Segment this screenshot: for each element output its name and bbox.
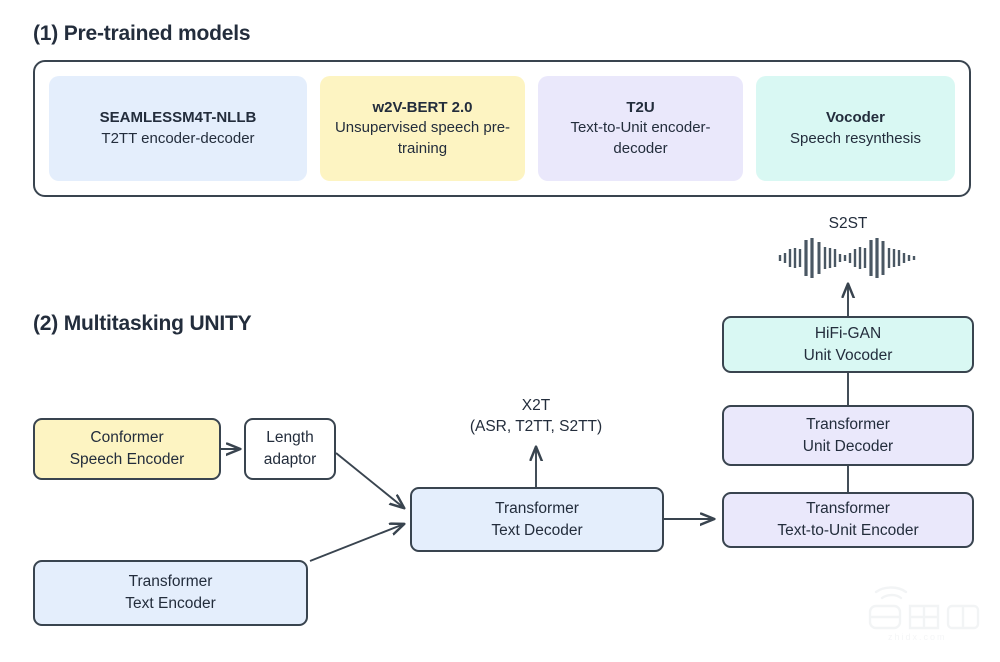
watermark-logo: zhidx.com bbox=[868, 586, 980, 642]
model-card-subtitle: T2TT encoder-decoder bbox=[101, 129, 255, 147]
model-card-w2v-bert[interactable]: w2V-BERT 2.0 Unsupervised speech pre-tra… bbox=[320, 76, 525, 181]
model-card-subtitle: Text-to-Unit encoder-decoder bbox=[570, 119, 711, 157]
box-line2: Text Decoder bbox=[491, 521, 583, 539]
box-line2: Unit Vocoder bbox=[803, 346, 893, 364]
box-line1: Transformer bbox=[495, 499, 579, 517]
box-line1: Transformer bbox=[128, 573, 213, 591]
model-card-title: w2V-BERT 2.0 bbox=[372, 99, 473, 117]
box-line2: adaptor bbox=[263, 451, 317, 468]
s2st-output-label: S2ST bbox=[828, 215, 868, 232]
box-conformer-speech-encoder[interactable]: Conformer Speech Encoder bbox=[33, 418, 221, 480]
model-card-seamlessm4t-nllb[interactable]: SEAMLESSM4T-NLLB T2TT encoder-decoder bbox=[49, 76, 307, 181]
model-card-title: Vocoder bbox=[826, 109, 885, 127]
x2t-output-label: X2T (ASR, T2TT, S2TT) bbox=[436, 396, 636, 438]
watermark-text: zhidx.com bbox=[888, 632, 947, 642]
model-card-vocoder[interactable]: Vocoder Speech resynthesis bbox=[756, 76, 955, 181]
box-line2: Speech Encoder bbox=[69, 451, 185, 468]
x2t-label-line2: (ASR, T2TT, S2TT) bbox=[469, 417, 603, 435]
model-card-subtitle: Speech resynthesis bbox=[790, 129, 921, 147]
box-line1: HiFi-GAN bbox=[814, 324, 882, 342]
audio-waveform-icon bbox=[778, 238, 916, 278]
box-line1: Conformer bbox=[90, 429, 164, 447]
section-title-pretrained-models: (1) Pre-trained models bbox=[33, 22, 251, 45]
section-title-multitasking-unity: (2) Multitasking UNITY bbox=[33, 312, 252, 335]
box-transformer-text-encoder[interactable]: Transformer Text Encoder bbox=[33, 560, 308, 626]
arrow-text-encoder-to-text-decoder bbox=[309, 524, 404, 562]
box-line2: Text-to-Unit Encoder bbox=[777, 522, 919, 539]
box-transformer-text-to-unit-encoder[interactable]: Transformer Text-to-Unit Encoder bbox=[722, 492, 974, 548]
box-length-adaptor[interactable]: Length adaptor bbox=[244, 418, 336, 480]
model-card-title: SEAMLESSM4T-NLLB bbox=[99, 109, 257, 127]
box-line1: Transformer bbox=[806, 415, 890, 433]
box-transformer-unit-decoder[interactable]: Transformer Unit Decoder bbox=[722, 405, 974, 466]
model-card-title: T2U bbox=[626, 99, 655, 117]
model-card-subtitle: Unsupervised speech pre-training bbox=[334, 119, 511, 157]
box-line2: Unit Decoder bbox=[802, 437, 894, 455]
arrow-length-adaptor-to-text-decoder bbox=[335, 452, 404, 508]
box-hifigan-unit-vocoder[interactable]: HiFi-GAN Unit Vocoder bbox=[722, 316, 974, 373]
box-line2: Text Encoder bbox=[125, 595, 216, 612]
box-transformer-text-decoder[interactable]: Transformer Text Decoder bbox=[410, 487, 664, 552]
model-card-t2u[interactable]: T2U Text-to-Unit encoder-decoder bbox=[538, 76, 743, 181]
box-line1: Transformer bbox=[806, 500, 890, 518]
x2t-label-line1: X2T bbox=[521, 397, 551, 414]
box-line1: Length bbox=[266, 429, 314, 447]
